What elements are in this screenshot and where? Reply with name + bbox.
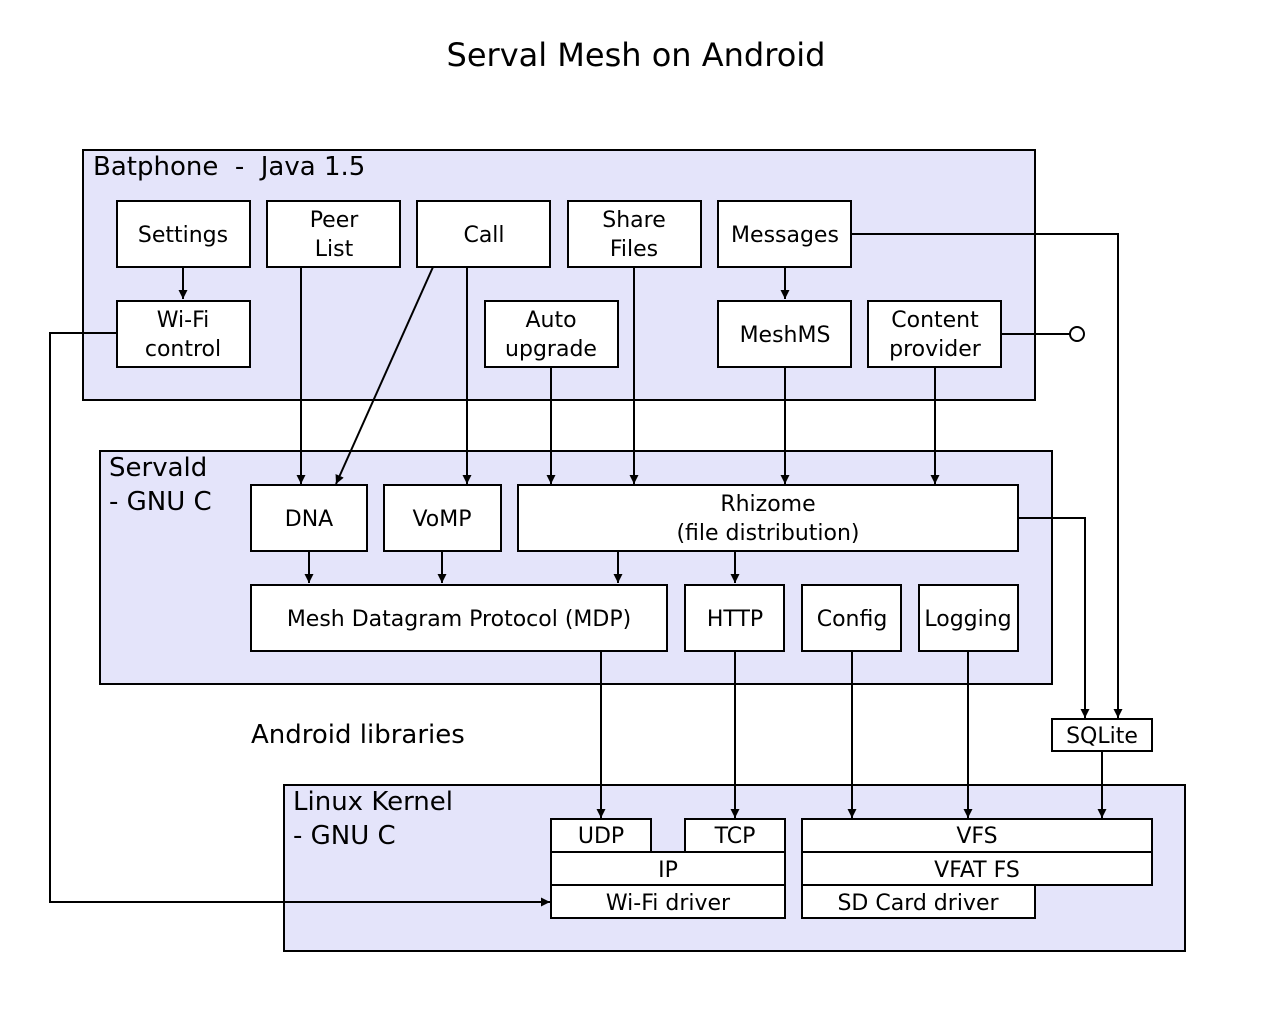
udp-label: UDP: [578, 824, 624, 849]
logging-label: Logging: [924, 607, 1011, 632]
vfat-fs-label: VFAT FS: [934, 858, 1020, 883]
call-box: Call: [416, 200, 551, 268]
dna-box: DNA: [250, 484, 368, 552]
arrow-wifi-control-to-wifi-driver: [49, 332, 550, 907]
peer-list-label-line1: Peer: [310, 208, 360, 233]
arrow-call-to-dna: [335, 266, 434, 485]
http-box: HTTP: [684, 584, 785, 652]
sqlite-label: SQLite: [1066, 724, 1138, 749]
vomp-label: VoMP: [412, 507, 471, 532]
wifi-control-label-line2: control: [145, 337, 221, 362]
content-provider-label-line2: provider: [889, 337, 982, 362]
peer-list-label-line2: List: [315, 237, 354, 262]
settings-box: Settings: [116, 200, 251, 268]
rhizome-box: Rhizome (file distribution): [517, 484, 1019, 552]
meshms-box: MeshMS: [717, 300, 852, 368]
vomp-box: VoMP: [383, 484, 502, 552]
dna-label: DNA: [285, 507, 333, 532]
config-label: Config: [817, 607, 888, 632]
ip-box: IP: [550, 851, 786, 886]
arrow-messages-to-sqlite: [851, 233, 1123, 718]
sd-card-driver-box: SD Card driver: [801, 884, 1036, 919]
diagram-title: Serval Mesh on Android: [447, 36, 826, 74]
peer-list-box: Peer List: [266, 200, 401, 268]
settings-label: Settings: [138, 223, 228, 248]
wifi-driver-box: Wi-Fi driver: [550, 884, 786, 919]
wifi-driver-label: Wi-Fi driver: [606, 891, 731, 916]
sd-card-driver-label: SD Card driver: [837, 891, 999, 916]
tcp-label: TCP: [714, 824, 756, 849]
vfat-fs-box: VFAT FS: [801, 851, 1153, 886]
logging-box: Logging: [918, 584, 1019, 652]
call-label: Call: [463, 223, 504, 248]
ip-label: IP: [658, 858, 678, 883]
share-files-box: Share Files: [567, 200, 702, 268]
mdp-box: Mesh Datagram Protocol (MDP): [250, 584, 668, 652]
content-provider-box: Content provider: [867, 300, 1002, 368]
rhizome-label-line1: Rhizome: [720, 492, 815, 517]
batphone-layer-label: Batphone - Java 1.5: [93, 152, 365, 182]
vfs-box: VFS: [801, 818, 1153, 853]
share-files-label-line1: Share: [602, 208, 666, 233]
auto-upgrade-label-line2: upgrade: [505, 337, 597, 362]
wifi-control-label-line1: Wi-Fi: [157, 308, 210, 333]
linux-kernel-layer-sublabel: - GNU C: [293, 821, 396, 851]
messages-box: Messages: [717, 200, 852, 268]
arrow-rhizome-to-sqlite: [1018, 517, 1090, 718]
tcp-box: TCP: [684, 818, 786, 853]
http-label: HTTP: [707, 607, 763, 632]
sqlite-box: SQLite: [1051, 718, 1153, 752]
android-libraries-label: Android libraries: [251, 720, 465, 750]
mdp-label: Mesh Datagram Protocol (MDP): [287, 607, 631, 632]
servald-layer-label: Servald: [109, 453, 207, 483]
auto-upgrade-box: Auto upgrade: [484, 300, 619, 368]
config-box: Config: [801, 584, 902, 652]
wifi-control-box: Wi-Fi control: [116, 300, 251, 368]
servald-layer-sublabel: - GNU C: [109, 487, 212, 517]
vfs-label: VFS: [956, 824, 997, 849]
linux-kernel-layer-label: Linux Kernel: [293, 787, 453, 817]
content-provider-interface-icon: [1069, 326, 1085, 342]
content-provider-label-line1: Content: [891, 308, 979, 333]
meshms-label: MeshMS: [740, 323, 831, 348]
share-files-label-line2: Files: [610, 237, 658, 262]
udp-box: UDP: [550, 818, 652, 853]
auto-upgrade-label-line1: Auto: [525, 308, 576, 333]
messages-label: Messages: [731, 223, 839, 248]
rhizome-label-line2: (file distribution): [676, 521, 859, 546]
